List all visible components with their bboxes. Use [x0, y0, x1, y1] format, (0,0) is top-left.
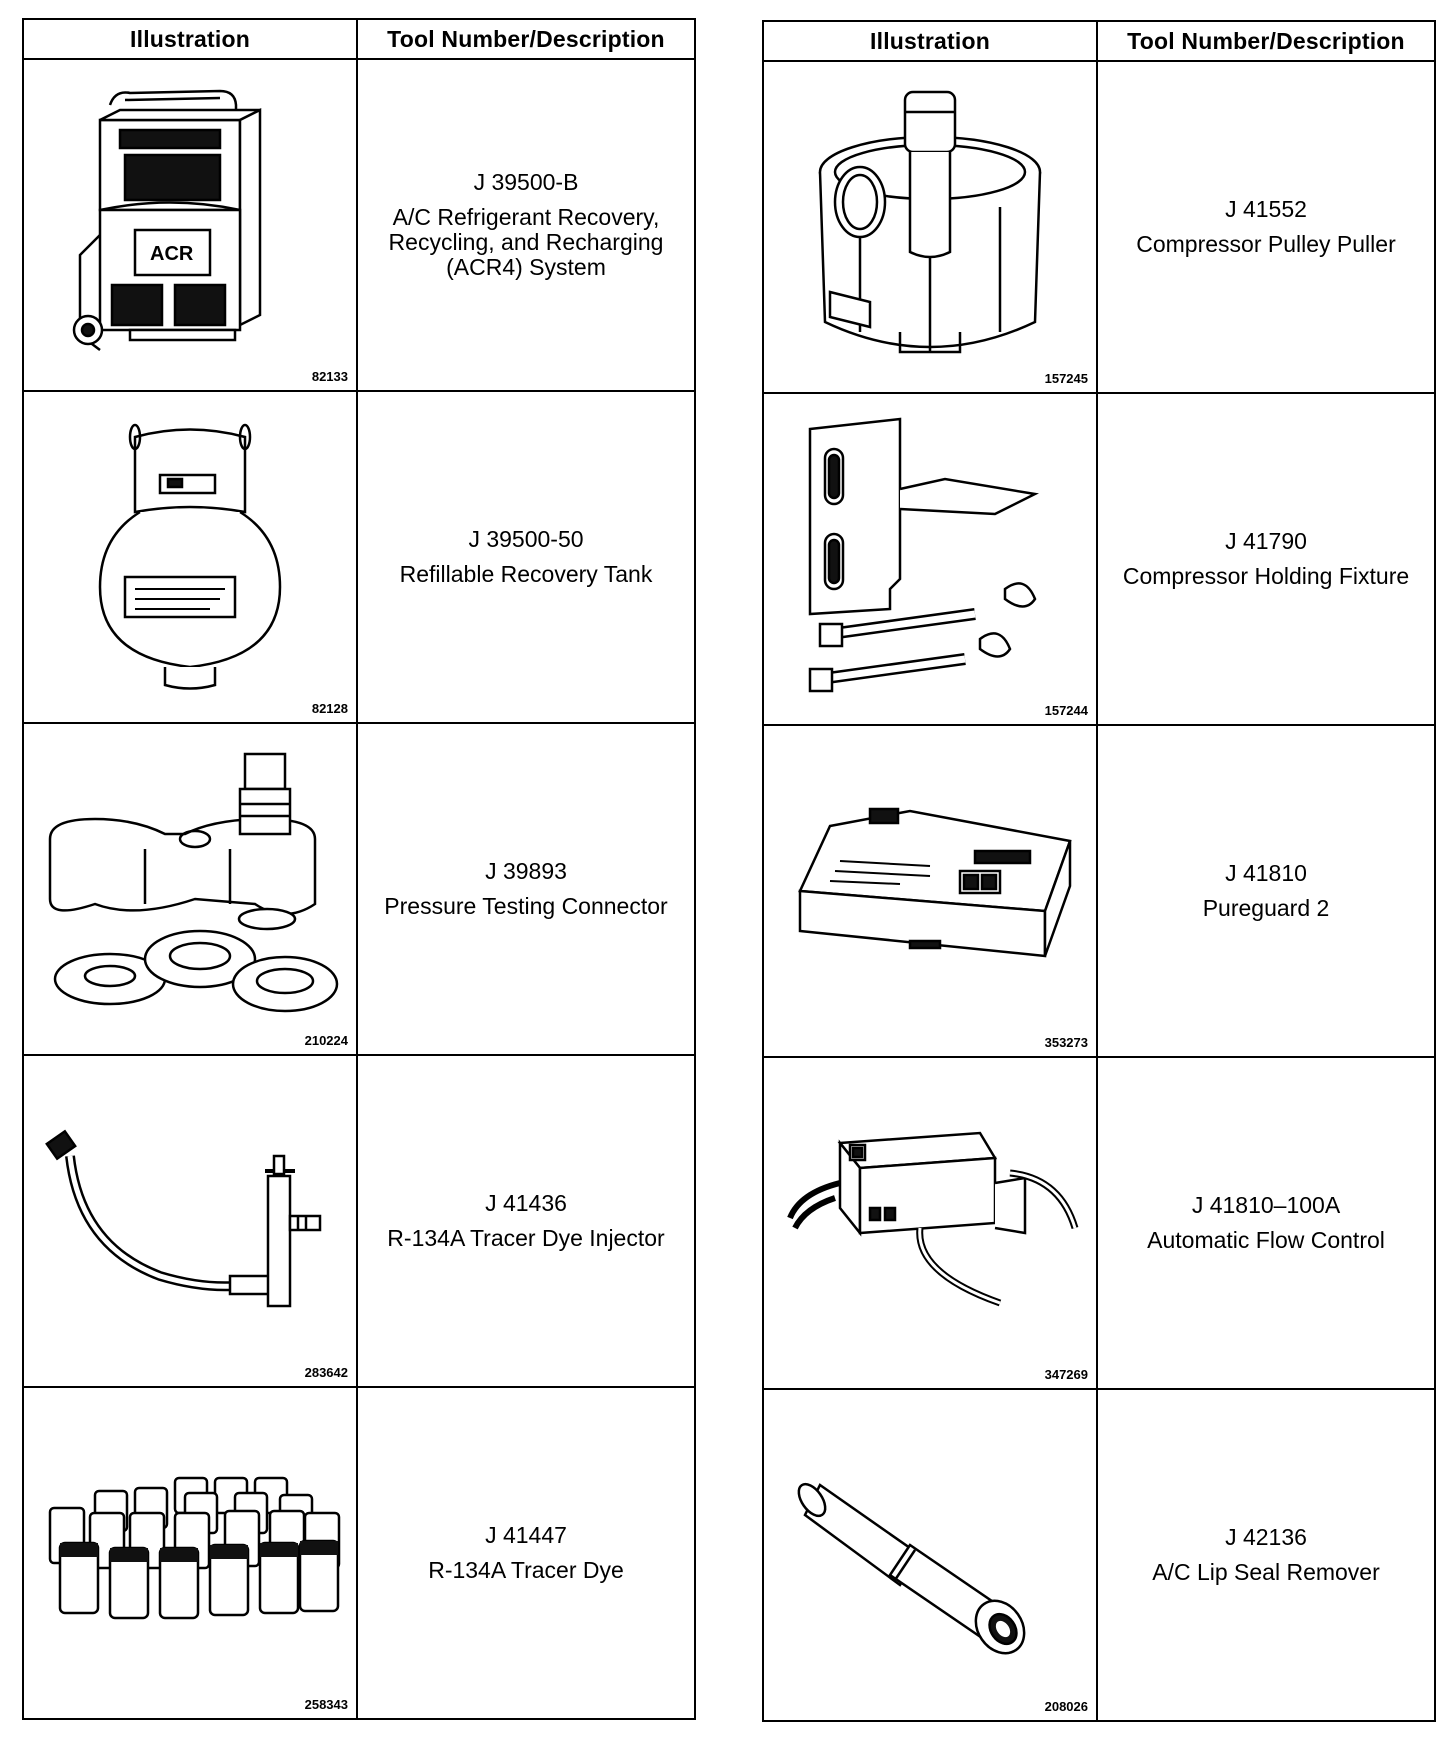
recovery-tank-icon — [98, 423, 282, 690]
table-row: 82128 J 39500-50 Refillable Recovery Tan… — [22, 390, 696, 724]
description-cell: J 41447 R-134A Tracer Dye — [356, 1386, 696, 1720]
description-cell: J 39500-B A/C Refrigerant Recovery, Recy… — [356, 58, 696, 392]
pulley-puller-icon — [818, 90, 1042, 354]
illustration-cell: 82128 — [22, 390, 358, 724]
figure-number: 82128 — [311, 701, 348, 716]
description-cell: J 39500-50 Refillable Recovery Tank — [356, 390, 696, 724]
tool-number: J 41552 — [1225, 196, 1307, 222]
description-cell: J 41810 Pureguard 2 — [1096, 724, 1436, 1058]
illustration-cell: 353273 — [762, 724, 1098, 1058]
tool-number: J 41810 — [1225, 860, 1307, 886]
illustration-cell: 157244 — [762, 392, 1098, 726]
header-illustration: Illustration — [22, 18, 358, 60]
holding-fixture-icon — [808, 417, 1039, 693]
tracer-dye-bottles-icon — [48, 1476, 341, 1620]
tool-description-line: Compressor Pulley Puller — [1136, 231, 1396, 257]
tool-number: J 41436 — [485, 1190, 567, 1216]
description-cell: J 42136 A/C Lip Seal Remover — [1096, 1388, 1436, 1722]
tool-table-left: Illustration Tool Number/Description ACR — [22, 18, 696, 1720]
description-cell: J 41790 Compressor Holding Fixture — [1096, 392, 1436, 726]
tool-description-line: Automatic Flow Control — [1147, 1227, 1385, 1253]
table-row: 258343 J 41447 R-134A Tracer Dye — [22, 1386, 696, 1720]
table-row: 208026 J 42136 A/C Lip Seal Remover — [762, 1388, 1436, 1722]
description-cell: J 41810–100A Automatic Flow Control — [1096, 1056, 1436, 1390]
table-header-row: Illustration Tool Number/Description — [762, 20, 1436, 62]
table-header-row: Illustration Tool Number/Description — [22, 18, 696, 60]
tool-description-line: Compressor Holding Fixture — [1122, 563, 1410, 589]
figure-number: 210224 — [304, 1033, 348, 1048]
flow-control-icon — [787, 1131, 1079, 1307]
table-row: 157244 J 41790 Compressor Holding Fixtur… — [762, 392, 1436, 726]
illustration-cell: 283642 — [22, 1054, 358, 1388]
tool-number: J 39893 — [485, 858, 567, 884]
figure-number: 82133 — [311, 369, 348, 384]
illustration-cell: 347269 — [762, 1056, 1098, 1390]
acr4-recovery-station-icon: ACR — [72, 89, 262, 351]
lip-seal-remover-icon — [797, 1482, 1026, 1655]
illustration-cell: 258343 — [22, 1386, 358, 1720]
tool-description-line: Recycling, and Recharging — [388, 229, 664, 255]
tool-description-line: Pureguard 2 — [1202, 895, 1330, 921]
tool-number: J 41447 — [485, 1522, 567, 1548]
tool-number: J 41810–100A — [1191, 1192, 1341, 1218]
figure-number: 283642 — [304, 1365, 348, 1380]
description-cell: J 41436 R-134A Tracer Dye Injector — [356, 1054, 696, 1388]
tool-number: J 41790 — [1225, 528, 1307, 554]
figure-number: 353273 — [1044, 1035, 1088, 1050]
figure-number: 347269 — [1044, 1367, 1088, 1382]
figure-number: 258343 — [304, 1697, 348, 1712]
table-row: ACR 82133 J 39500-B A/C Refrigerant Reco… — [22, 58, 696, 392]
svg-text:ACR: ACR — [150, 243, 194, 265]
pureguard-unit-icon — [798, 807, 1072, 958]
tool-description-line: Refillable Recovery Tank — [399, 561, 653, 587]
description-cell: J 41552 Compressor Pulley Puller — [1096, 60, 1436, 394]
illustration-cell: 157245 — [762, 60, 1098, 394]
tool-description-line: (ACR4) System — [446, 254, 606, 280]
tool-number: J 39500-B — [473, 169, 579, 195]
illustration-cell: 208026 — [762, 1388, 1098, 1722]
tool-number: J 42136 — [1225, 1524, 1307, 1550]
header-description: Tool Number/Description — [1096, 20, 1436, 62]
table-row: 283642 J 41436 R-134A Tracer Dye Injecto… — [22, 1054, 696, 1388]
table-row: 347269 J 41810–100A Automatic Flow Contr… — [762, 1056, 1436, 1390]
table-row: 157245 J 41552 Compressor Pulley Puller — [762, 60, 1436, 394]
tool-description-line: Pressure Testing Connector — [384, 893, 668, 919]
figure-number: 208026 — [1044, 1699, 1088, 1714]
pressure-testing-connector-icon — [48, 752, 339, 1013]
header-description: Tool Number/Description — [356, 18, 696, 60]
tool-description-line: R-134A Tracer Dye — [428, 1557, 624, 1583]
tool-number: J 39500-50 — [468, 526, 584, 552]
tool-description-line: A/C Refrigerant Recovery, — [392, 204, 660, 230]
header-illustration: Illustration — [762, 20, 1098, 62]
tool-description-line: A/C Lip Seal Remover — [1152, 1559, 1380, 1585]
figure-number: 157245 — [1044, 371, 1088, 386]
tool-table-right: Illustration Tool Number/Description 157… — [762, 20, 1436, 1722]
illustration-cell: 210224 — [22, 722, 358, 1056]
tracer-dye-injector-icon — [45, 1129, 322, 1308]
description-cell: J 39893 Pressure Testing Connector — [356, 722, 696, 1056]
illustration-cell: ACR 82133 — [22, 58, 358, 392]
figure-number: 157244 — [1044, 703, 1088, 718]
table-row: 210224 J 39893 Pressure Testing Connecto… — [22, 722, 696, 1056]
table-row: 353273 J 41810 Pureguard 2 — [762, 724, 1436, 1058]
tool-description-line: R-134A Tracer Dye Injector — [387, 1225, 665, 1251]
